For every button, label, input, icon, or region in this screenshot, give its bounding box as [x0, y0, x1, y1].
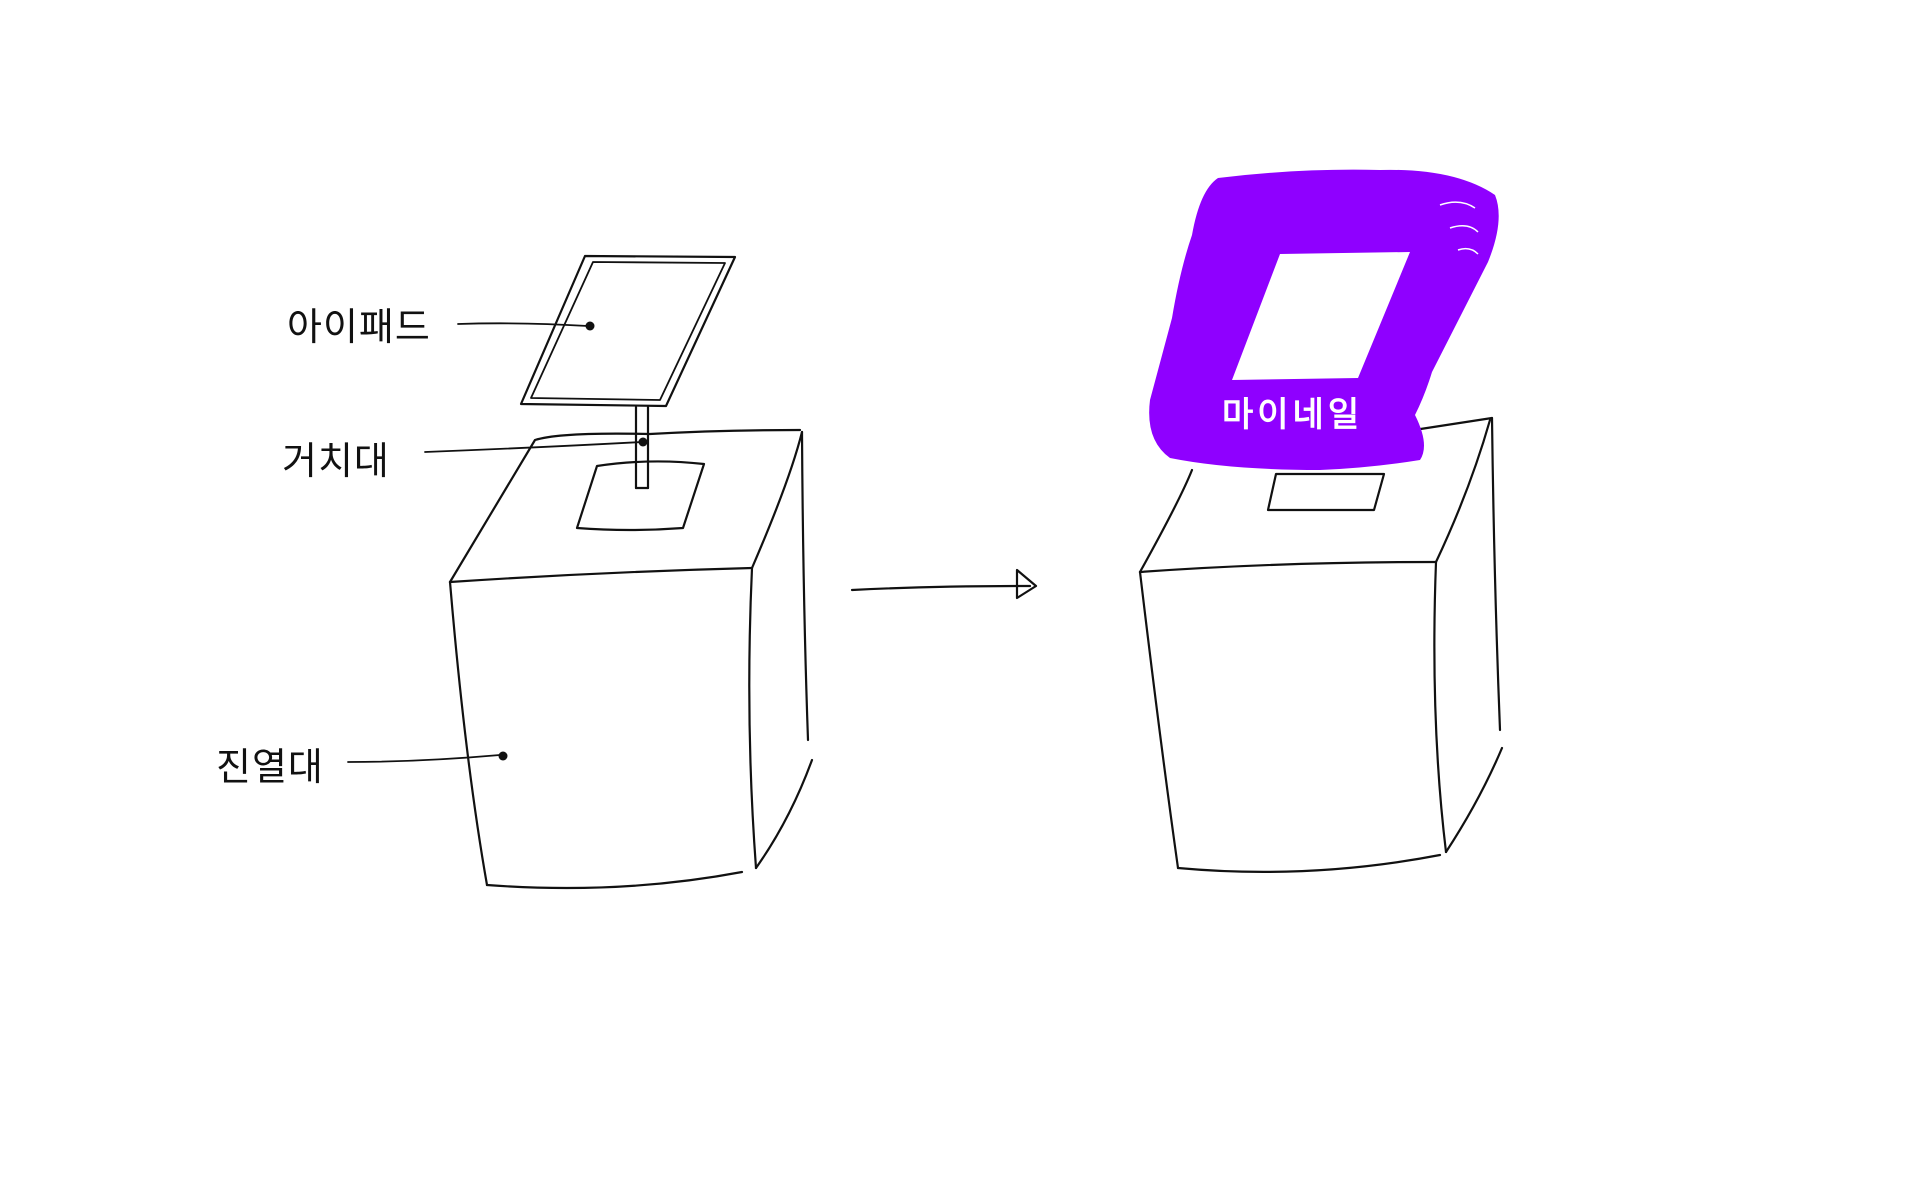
after-sketch: 마이네일: [1138, 169, 1504, 873]
purple-frame: [1149, 169, 1499, 470]
label-ipad: 아이패드: [287, 305, 431, 349]
frame-scribble: [1439, 201, 1479, 255]
display-table-drawing: [448, 428, 814, 890]
stand-pole-drawing: [634, 405, 650, 490]
after-stand-base-drawing: [1266, 472, 1386, 512]
frame-brand-text: 마이네일: [1222, 395, 1363, 435]
ipad-leader: [457, 321, 595, 331]
after-display-table-drawing: [1138, 416, 1504, 873]
transition-arrow: [850, 568, 1038, 600]
display-table-leader: [347, 751, 508, 763]
before-sketch: 아이패드 거치대 진열대: [216, 254, 814, 890]
stand-leader: [424, 437, 648, 453]
label-stand: 거치대: [282, 439, 390, 483]
ipad-drawing: [519, 254, 737, 408]
stand-base-drawing: [575, 460, 706, 532]
label-display-table: 진열대: [216, 745, 324, 789]
